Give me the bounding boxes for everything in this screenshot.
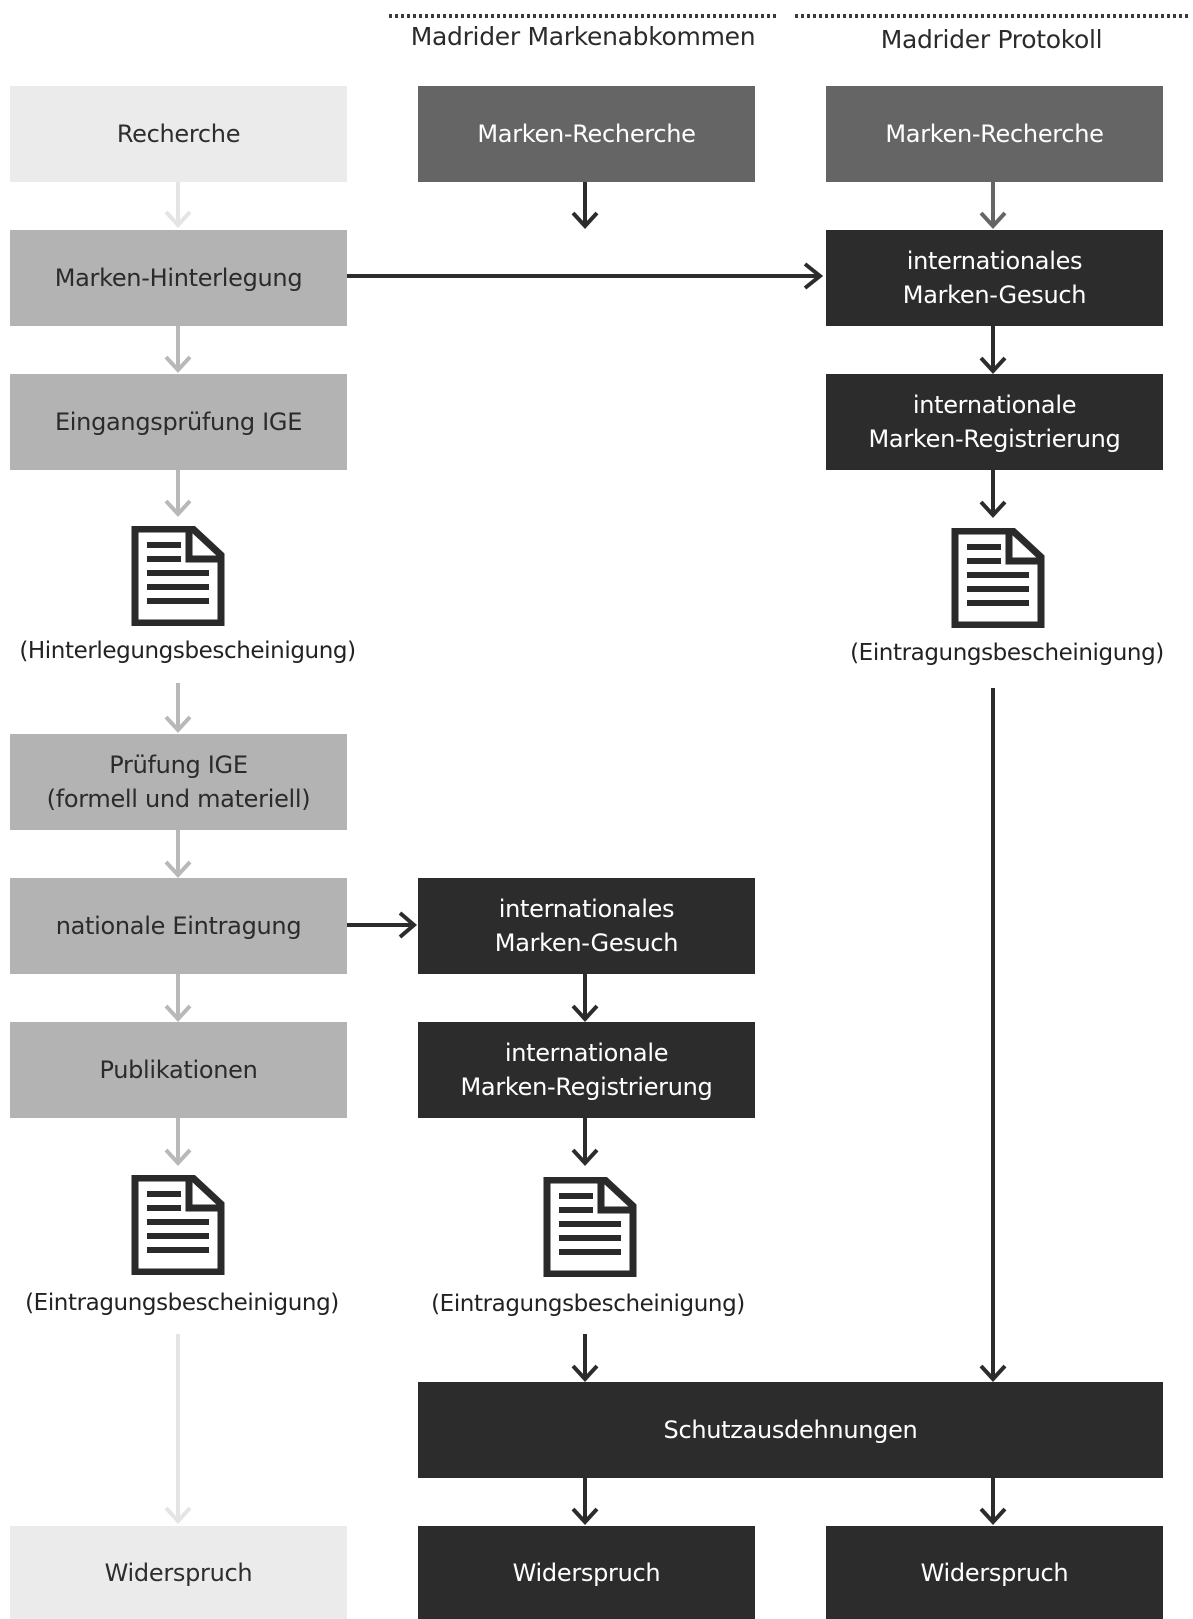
- node-recherche: Recherche: [10, 86, 347, 182]
- node-protocol-widerspruch: Widerspruch: [826, 1526, 1163, 1619]
- node-protocol-registrierung-line2: Marken-Registrierung: [868, 425, 1121, 453]
- node-nationale-eintragung-label: nationale Eintragung: [55, 912, 302, 940]
- node-agreement-registrierung: internationale Marken-Registrierung: [418, 1022, 755, 1118]
- arrow-hinterlegung-to-protocol-gesuch: [346, 262, 824, 290]
- node-protocol-eintragungsbescheinigung: (Eintragungsbescheinigung): [850, 640, 1164, 666]
- node-agreement-registrierung-line2: Marken-Registrierung: [460, 1073, 713, 1101]
- node-marken-hinterlegung-label: Marken-Hinterlegung: [54, 264, 303, 292]
- node-pruefung-ige-line2: (formell und materiell): [46, 785, 311, 813]
- node-agreement-gesuch-line1: internationales: [498, 895, 675, 923]
- node-eingangspruefung: Eingangsprüfung IGE: [10, 374, 347, 470]
- arrow-schutzausdehnungen-to-agreement-widerspruch: [571, 1477, 599, 1525]
- node-protocol-recherche: Marken-Recherche: [826, 86, 1163, 182]
- arrow-protocol-gesuch-to-registrierung: [979, 326, 1007, 374]
- node-agreement-gesuch-line2: Marken-Gesuch: [494, 929, 679, 957]
- node-agreement-gesuch: internationales Marken-Gesuch: [418, 878, 755, 974]
- arrow-agreement-document-to-schutzausdehnungen: [571, 1334, 599, 1382]
- arrow-agreement-recherche-down: [571, 181, 599, 229]
- document-icon: [951, 528, 1045, 628]
- column-header-madrid-protocol: Madrider Protokoll: [880, 25, 1103, 54]
- node-eingangspruefung-label: Eingangsprüfung IGE: [54, 408, 303, 436]
- arrow-hinterlegung-to-eingangspruefung: [164, 326, 192, 373]
- node-pruefung-ige-line1: Prüfung IGE: [109, 751, 248, 779]
- node-protocol-gesuch: internationales Marken-Gesuch: [826, 230, 1163, 326]
- node-agreement-widerspruch-label: Widerspruch: [512, 1558, 661, 1587]
- node-pruefung-ige: Prüfung IGE (formell und materiell): [10, 734, 347, 830]
- arrow-eingangspruefung-to-document: [164, 470, 192, 517]
- node-agreement-registrierung-line1: internationale: [504, 1039, 669, 1067]
- arrow-agreement-gesuch-to-registrierung: [571, 974, 599, 1022]
- node-agreement-widerspruch: Widerspruch: [418, 1526, 755, 1619]
- node-protocol-gesuch-line1: internationales: [906, 247, 1083, 275]
- node-protocol-gesuch-line2: Marken-Gesuch: [902, 281, 1087, 309]
- node-national-widerspruch-label: Widerspruch: [104, 1558, 253, 1587]
- document-icon: [131, 526, 225, 626]
- node-marken-hinterlegung: Marken-Hinterlegung: [10, 230, 347, 326]
- arrow-document-to-pruefung: [164, 683, 192, 733]
- arrow-protocol-recherche-to-gesuch: [979, 181, 1007, 229]
- arrow-protocol-document-to-schutzausdehnungen: [979, 688, 1007, 1382]
- document-icon: [543, 1177, 637, 1277]
- node-protocol-recherche-label: Marken-Recherche: [885, 120, 1104, 148]
- arrow-agreement-registrierung-to-document: [571, 1118, 599, 1166]
- node-schutzausdehnungen: Schutzausdehnungen: [418, 1382, 1163, 1478]
- node-nationale-eintragung: nationale Eintragung: [10, 878, 347, 974]
- node-protocol-registrierung-line1: internationale: [912, 391, 1077, 419]
- column-header-madrid-agreement: Madrider Markenabkommen: [410, 22, 756, 51]
- arrow-nationale-eintragung-to-agreement-gesuch: [346, 911, 418, 939]
- document-icon: [131, 1175, 225, 1275]
- arrow-document-to-widerspruch: [164, 1334, 192, 1524]
- arrow-pruefung-to-nationale-eintragung: [164, 830, 192, 878]
- node-agreement-recherche: Marken-Recherche: [418, 86, 755, 182]
- node-hinterlegungsbescheinigung: (Hinterlegungsbescheinigung): [19, 638, 356, 664]
- node-schutzausdehnungen-label: Schutzausdehnungen: [663, 1416, 918, 1444]
- node-agreement-recherche-label: Marken-Recherche: [477, 120, 696, 148]
- arrow-nationale-eintragung-to-publikationen: [164, 974, 192, 1022]
- node-publikationen-label: Publikationen: [99, 1056, 258, 1084]
- node-protocol-registrierung: internationale Marken-Registrierung: [826, 374, 1163, 470]
- node-national-eintragungsbescheinigung: (Eintragungsbescheinigung): [25, 1290, 339, 1316]
- arrow-protocol-registrierung-to-document: [979, 470, 1007, 518]
- node-recherche-label: Recherche: [116, 120, 241, 148]
- arrow-publikationen-to-document: [164, 1118, 192, 1166]
- arrow-recherche-to-hinterlegung: [164, 181, 192, 228]
- node-agreement-eintragungsbescheinigung: (Eintragungsbescheinigung): [431, 1291, 745, 1317]
- node-publikationen: Publikationen: [10, 1022, 347, 1118]
- node-protocol-widerspruch-label: Widerspruch: [920, 1558, 1069, 1587]
- node-national-widerspruch: Widerspruch: [10, 1526, 347, 1619]
- arrow-schutzausdehnungen-to-protocol-widerspruch: [979, 1477, 1007, 1525]
